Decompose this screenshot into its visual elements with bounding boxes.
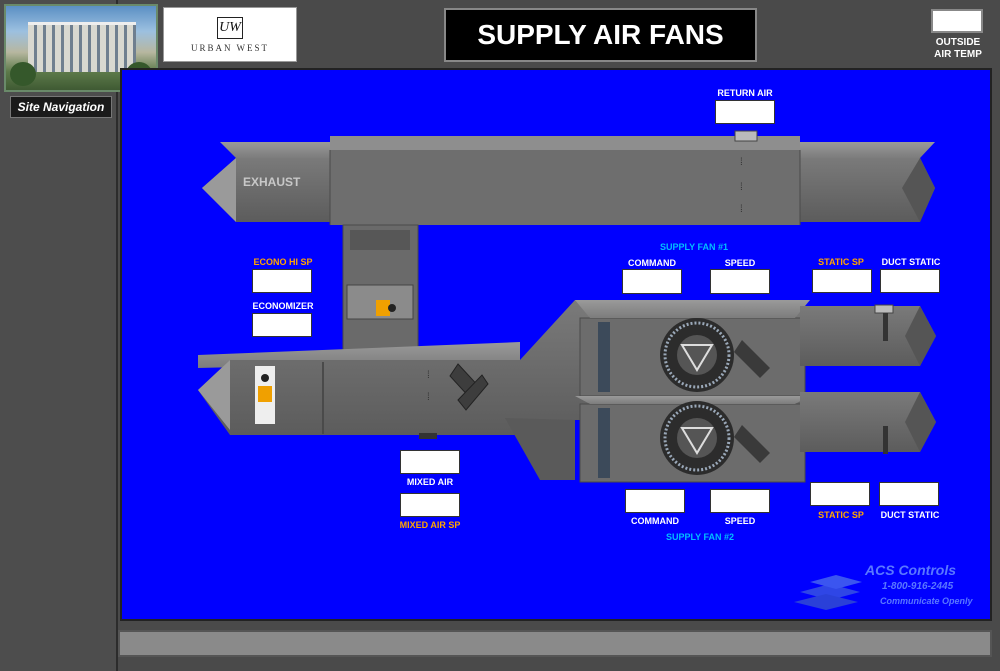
fan1-speed-label: SPEED — [724, 258, 756, 268]
return-air-value — [715, 100, 775, 124]
fan2-command-label: COMMAND — [631, 516, 679, 526]
mixed-air-label: MIXED AIR — [406, 477, 454, 487]
mixed-air-value — [400, 450, 460, 474]
return-air-label: RETURN AIR — [717, 88, 773, 98]
fan1-static-sp-label: STATIC SP — [818, 257, 864, 267]
logo-name: URBAN WEST — [190, 42, 270, 53]
fan2-static-sp-value[interactable] — [810, 482, 870, 506]
mixed-air-sp-value[interactable] — [400, 493, 460, 517]
acs-controls-watermark: ACS Controls 1-800-916-2445 Communicate … — [790, 562, 980, 614]
acs-logo-icon — [794, 575, 862, 610]
supply-fan-2-icon — [660, 401, 734, 475]
mixed-air-sp-label: MIXED AIR SP — [399, 520, 461, 530]
econo-hi-sp-value[interactable] — [252, 269, 312, 293]
fan1-duct-static-label: DUCT STATIC — [881, 257, 941, 267]
page-title: SUPPLY AIR FANS — [444, 8, 757, 62]
outside-air-temp-value — [931, 9, 983, 33]
fan2-speed-label: SPEED — [724, 516, 756, 526]
urban-west-logo: UW URBAN WEST — [163, 7, 297, 62]
svg-text:⁞: ⁞ — [427, 392, 430, 403]
economizer-value — [252, 313, 312, 337]
fan1-duct-static-value — [880, 269, 940, 293]
econo-hi-sp-label: ECONO HI SP — [253, 257, 313, 267]
supply-fan-1-icon — [660, 318, 734, 392]
fan1-speed-value — [710, 269, 770, 294]
fan2-duct-static-value — [879, 482, 939, 506]
svg-text:⁞: ⁞ — [427, 370, 430, 381]
svg-text:⁞: ⁞ — [740, 204, 743, 215]
site-navigation-button[interactable]: Site Navigation — [10, 96, 112, 118]
fan2-static-sp-label: STATIC SP — [818, 510, 864, 520]
fan1-command-value[interactable] — [622, 269, 682, 294]
svg-text:⁞: ⁞ — [740, 182, 743, 193]
acs-slogan: Communicate Openly — [880, 596, 973, 606]
acs-phone: 1-800-916-2445 — [882, 581, 954, 592]
fan2-duct-static-label: DUCT STATIC — [880, 510, 940, 520]
acs-company: ACS Controls — [865, 562, 956, 578]
logo-mark-icon: UW — [217, 16, 243, 39]
supply-fan-2-title: SUPPLY FAN #2 — [665, 532, 735, 542]
fan1-command-label: COMMAND — [628, 258, 676, 268]
outside-air-temp-label: OUTSIDE AIR TEMP — [934, 37, 982, 60]
fan2-speed-value — [710, 489, 770, 513]
status-bar — [118, 630, 992, 657]
fan2-command-value[interactable] — [625, 489, 685, 513]
economizer-label: ECONOMIZER — [252, 301, 314, 311]
exhaust-label: EXHAUST — [243, 175, 301, 189]
supply-fan-1-title: SUPPLY FAN #1 — [659, 242, 729, 252]
fan1-static-sp-value[interactable] — [812, 269, 872, 293]
svg-text:⁞: ⁞ — [740, 157, 743, 168]
